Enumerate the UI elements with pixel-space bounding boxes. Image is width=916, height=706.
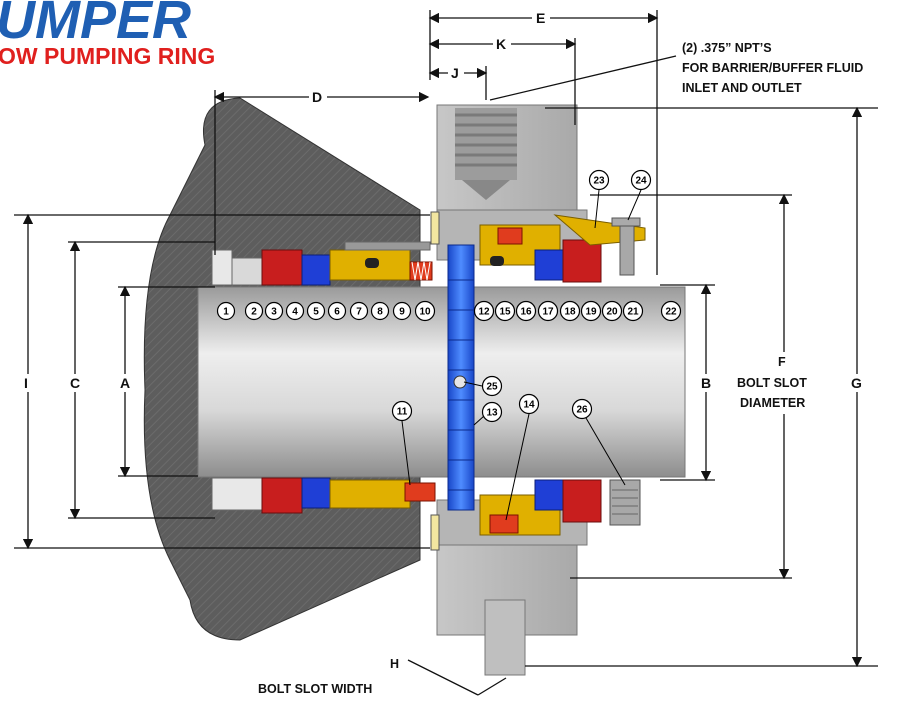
part-label: 5	[313, 307, 319, 318]
outboard-seal-assembly-top	[479, 214, 646, 283]
callout-26: 26	[571, 398, 593, 420]
callout-8: 8	[370, 301, 390, 321]
part-label: 17	[542, 307, 554, 318]
npt-note-line1: (2) .375” NPT’S	[682, 41, 772, 55]
npt-note: (2) .375” NPT’S FOR BARRIER/BUFFER FLUID…	[682, 41, 863, 95]
callout-22: 22	[660, 300, 682, 322]
part-label: 15	[499, 307, 511, 318]
callout-1: 1	[216, 301, 236, 321]
part-label: 23	[593, 176, 605, 187]
callout-4: 4	[285, 301, 305, 321]
callout-19: 19	[580, 300, 602, 322]
callout-11: 11	[391, 400, 413, 422]
callout-25: 25	[481, 375, 503, 397]
part-label: 2	[251, 307, 257, 318]
part-label: 14	[523, 400, 535, 411]
callout-7: 7	[349, 301, 369, 321]
logo-tagline-text: OW PUMPING RING	[0, 43, 215, 69]
dimension-labels: E K J D I C A B G	[20, 10, 866, 392]
lower-seal-assembly	[211, 477, 641, 536]
dim-g-label: G	[851, 375, 862, 391]
part-label: 10	[419, 307, 431, 318]
h-note: H BOLT SLOT WIDTH	[258, 657, 399, 696]
part-label: 16	[520, 307, 532, 318]
dim-a-label: A	[120, 375, 130, 391]
part-label: 7	[356, 307, 362, 318]
shaft	[197, 286, 686, 478]
npt-port	[455, 108, 517, 200]
callout-12: 12	[473, 300, 495, 322]
f-note-line2: BOLT SLOT	[737, 376, 807, 390]
part-label: 22	[665, 307, 677, 318]
part-label: 4	[292, 307, 298, 318]
callout-16: 16	[515, 300, 537, 322]
dim-d-label: D	[312, 89, 322, 105]
callout-13: 13	[481, 401, 503, 423]
part-label: 11	[397, 407, 408, 418]
brand-logo: UMPER OW PUMPING RING	[0, 0, 215, 69]
part-label: 3	[271, 307, 277, 318]
callout-10: 10	[414, 300, 436, 322]
part-label: 1	[223, 307, 229, 318]
h-note-line1: H	[390, 657, 399, 671]
part-label: 26	[576, 405, 588, 416]
callout-20: 20	[601, 300, 623, 322]
callout-24: 24	[630, 169, 652, 191]
pumping-ring	[447, 244, 475, 511]
part-label: 21	[627, 307, 639, 318]
f-note-line1: F	[778, 355, 786, 369]
part-label: 12	[478, 307, 490, 318]
callout-6: 6	[327, 301, 347, 321]
part-label: 8	[377, 307, 383, 318]
part-label: 18	[564, 307, 576, 318]
part-label: 24	[635, 176, 647, 187]
callout-18: 18	[559, 300, 581, 322]
part-label: 9	[399, 307, 405, 318]
callout-5: 5	[306, 301, 326, 321]
dim-e-label: E	[536, 10, 545, 26]
callout-21: 21	[622, 300, 644, 322]
callout-9: 9	[392, 301, 412, 321]
dim-b-label: B	[701, 375, 711, 391]
dim-i-label: I	[24, 375, 28, 391]
npt-note-line3: INLET AND OUTLET	[682, 81, 802, 95]
upper-seal-assembly	[211, 241, 433, 286]
callout-leaders	[401, 189, 642, 521]
dim-k-label: K	[496, 36, 506, 52]
callout-17: 17	[537, 300, 559, 322]
part-label: 20	[606, 307, 618, 318]
part-label: 25	[486, 382, 498, 393]
h-note-line2: BOLT SLOT WIDTH	[258, 682, 372, 696]
part-callouts: 1 2 3 4 5 6 7 8 9 10 12 15 16 17 18 19 2…	[216, 169, 682, 423]
callout-15: 15	[494, 300, 516, 322]
f-note-line3: DIAMETER	[740, 396, 805, 410]
gland-gasket-bottom	[430, 514, 440, 551]
callout-2: 2	[244, 301, 264, 321]
part-label: 19	[585, 307, 597, 318]
f-note: F BOLT SLOT DIAMETER	[732, 352, 830, 414]
callout-23: 23	[588, 169, 610, 191]
callout-3: 3	[264, 301, 284, 321]
dim-c-label: C	[70, 375, 80, 391]
gland-gasket-top	[430, 211, 440, 245]
dim-j-label: J	[451, 65, 459, 81]
logo-brand-text: UMPER	[0, 0, 191, 50]
callout-14: 14	[518, 393, 540, 415]
npt-note-line2: FOR BARRIER/BUFFER FLUID	[682, 61, 863, 75]
part-label: 13	[486, 408, 498, 419]
part-label: 6	[334, 307, 340, 318]
